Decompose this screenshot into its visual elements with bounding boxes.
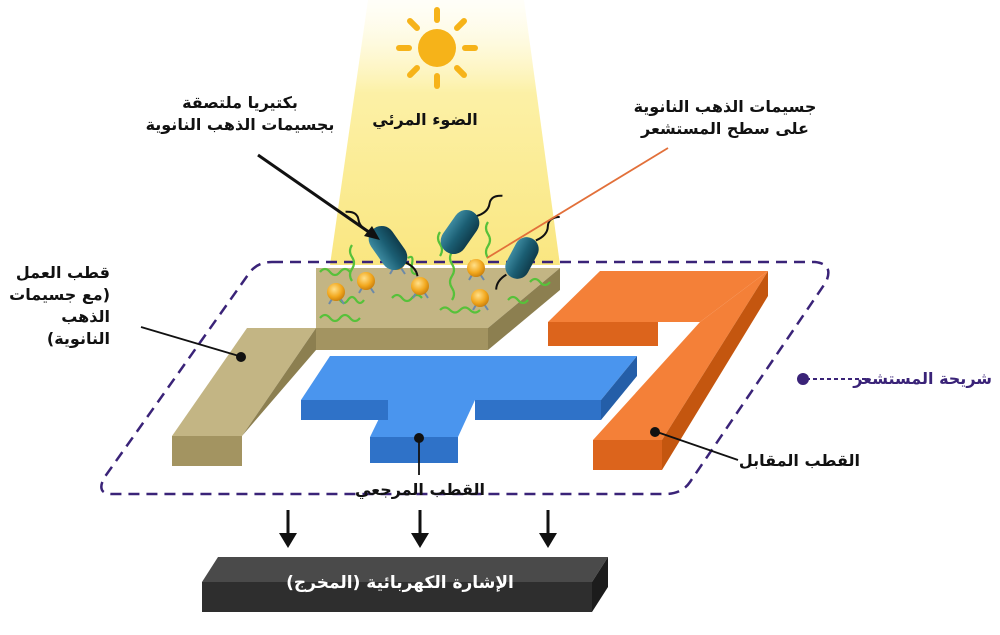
working-electrode-label: قطب العمل (مع جسيمات الذهب النانوية) xyxy=(9,263,110,348)
pointer-lines xyxy=(140,147,868,475)
sensor-chip-outline xyxy=(100,260,830,496)
light-beam xyxy=(330,0,560,265)
visible-light-label: الضوء المرئي xyxy=(372,110,478,129)
counter-electrode xyxy=(548,271,768,470)
bacteria xyxy=(345,194,560,290)
sun-icon xyxy=(396,7,478,89)
gold-nanoparticles-label: جسيمات الذهب النانوية على سطح المستشعر xyxy=(633,97,817,138)
reference-electrode-label: القطب المرجعي xyxy=(354,480,485,499)
linker-molecules xyxy=(319,221,551,323)
bacteria-label: بكتيريا ملتصقة بجسيمات الذهب النانوية xyxy=(145,93,335,134)
counter-electrode-label: القطب المقابل xyxy=(738,451,860,470)
sensor-chip-label: شريحة المستشعر xyxy=(853,369,992,388)
signal-bar xyxy=(202,557,608,612)
working-electrode xyxy=(172,268,560,466)
output-signal-label: الإشارة الكهربائية (المخرج) xyxy=(286,573,514,593)
reference-electrode xyxy=(301,356,637,463)
output-arrows xyxy=(279,510,557,548)
